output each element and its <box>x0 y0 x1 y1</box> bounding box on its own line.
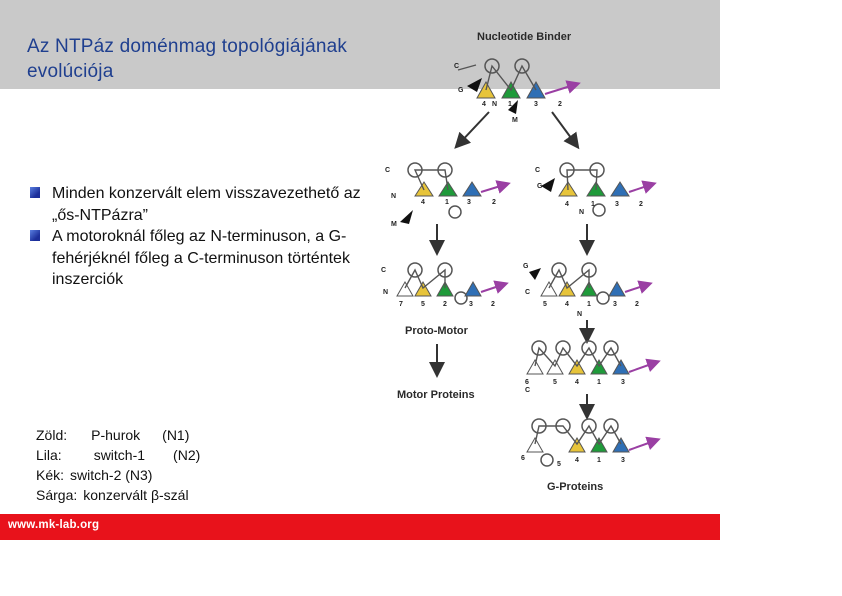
label-nucleotide-binder: Nucleotide Binder <box>477 31 572 43</box>
svg-text:4: 4 <box>421 199 425 206</box>
bullet-square-icon <box>30 230 40 241</box>
svg-text:M: M <box>512 117 518 124</box>
slide-title: Az NTPáz doménmag topológiájának evolúci… <box>27 36 348 82</box>
svg-text:6: 6 <box>521 455 525 462</box>
svg-text:2: 2 <box>639 201 643 208</box>
svg-text:6: 6 <box>525 379 529 386</box>
topology-figure: Nucleotide Binder C G N M 4 1 3 <box>367 24 677 504</box>
legend-code: (N1) <box>162 427 190 443</box>
svg-text:4: 4 <box>565 201 569 208</box>
legend-text: konzervált β-szál <box>83 487 189 503</box>
svg-text:C: C <box>381 267 386 274</box>
svg-text:1: 1 <box>587 301 591 308</box>
legend-text: switch-2 (N3) <box>70 467 153 483</box>
svg-text:N: N <box>391 193 396 200</box>
legend-color: Sárga: <box>36 487 78 503</box>
svg-text:3: 3 <box>469 301 473 308</box>
slide: Az NTPáz doménmag topológiájának evolúci… <box>0 0 720 540</box>
svg-text:G: G <box>537 183 543 190</box>
svg-text:2: 2 <box>443 301 447 308</box>
svg-text:3: 3 <box>613 301 617 308</box>
label-proto-motor: Proto-Motor <box>405 325 469 337</box>
svg-text:N: N <box>579 209 584 216</box>
svg-text:1: 1 <box>597 457 601 464</box>
svg-text:5: 5 <box>557 461 561 468</box>
legend-row: Lila: switch-1 (N2) <box>36 445 256 465</box>
svg-text:4: 4 <box>575 379 579 386</box>
svg-text:5: 5 <box>543 301 547 308</box>
bullet-text: Minden konzervált elem visszavezethető a… <box>52 185 361 224</box>
footer-bar: www.mk-lab.org <box>0 514 720 540</box>
title-band <box>0 0 720 89</box>
svg-text:G: G <box>458 87 464 94</box>
topology-left-1: C N M 4 1 3 2 <box>385 162 511 228</box>
label-g-proteins: G-Proteins <box>547 481 603 493</box>
svg-text:C: C <box>454 63 459 70</box>
svg-text:C: C <box>525 387 530 394</box>
legend-text: P-hurok <box>91 427 141 443</box>
legend-row: Sárga: konzervált β-szál <box>36 485 256 505</box>
legend-text: switch-1 <box>93 447 146 463</box>
bullet-square-icon <box>30 187 40 198</box>
svg-text:3: 3 <box>467 199 471 206</box>
topology-nucleotide-binder: C G N M 4 1 3 2 <box>454 58 581 124</box>
topology-diagram: Nucleotide Binder C G N M 4 1 3 <box>381 31 661 493</box>
svg-text:1: 1 <box>591 201 595 208</box>
svg-text:C: C <box>535 167 540 174</box>
legend-color: Kék: <box>36 467 65 483</box>
svg-text:G: G <box>523 263 529 270</box>
topology-left-2: C N 7 5 2 3 2 <box>381 262 509 308</box>
label-motor-proteins: Motor Proteins <box>397 389 475 401</box>
svg-text:4: 4 <box>565 301 569 308</box>
svg-text:3: 3 <box>621 457 625 464</box>
legend-color: Zöld: <box>36 427 68 443</box>
svg-text:N: N <box>577 311 582 318</box>
svg-text:3: 3 <box>615 201 619 208</box>
svg-text:1: 1 <box>597 379 601 386</box>
bullet-item: Minden konzervált elem visszavezethető a… <box>30 183 370 226</box>
bullet-text: A motoroknál főleg az N-terminuson, a G-… <box>52 228 350 288</box>
svg-text:3: 3 <box>534 101 538 108</box>
svg-text:C: C <box>525 289 530 296</box>
legend-row: Kék: switch-2 (N3) <box>36 465 256 485</box>
bullet-list: Minden konzervált elem visszavezethető a… <box>30 183 370 291</box>
legend-row: Zöld: P-hurok (N1) <box>36 425 256 445</box>
svg-text:5: 5 <box>421 301 425 308</box>
svg-text:3: 3 <box>621 379 625 386</box>
topology-right-4: 6 5 4 1 3 <box>521 418 661 468</box>
svg-text:M: M <box>391 221 397 228</box>
svg-text:4: 4 <box>482 101 486 108</box>
legend-color: Lila: <box>36 447 62 463</box>
topology-right-1: C G N 4 1 3 2 <box>535 162 657 217</box>
svg-text:N: N <box>492 101 497 108</box>
topology-right-3: 6 C 5 4 1 3 <box>525 340 661 394</box>
svg-text:2: 2 <box>491 301 495 308</box>
svg-text:5: 5 <box>553 379 557 386</box>
svg-text:1: 1 <box>445 199 449 206</box>
legend-code: (N2) <box>173 447 201 463</box>
color-legend: Zöld: P-hurok (N1) Lila: switch-1 (N2) K… <box>36 425 256 505</box>
svg-text:4: 4 <box>575 457 579 464</box>
svg-text:1: 1 <box>508 101 512 108</box>
svg-text:2: 2 <box>558 101 562 108</box>
svg-text:N: N <box>383 289 388 296</box>
svg-text:C: C <box>385 167 390 174</box>
svg-text:7: 7 <box>399 301 403 308</box>
bullet-item: A motoroknál főleg az N-terminuson, a G-… <box>30 226 370 291</box>
footer-url: www.mk-lab.org <box>8 519 100 531</box>
topology-right-2: G C 5 4 1 3 2 N <box>523 262 653 318</box>
svg-text:2: 2 <box>492 199 496 206</box>
svg-text:2: 2 <box>635 301 639 308</box>
